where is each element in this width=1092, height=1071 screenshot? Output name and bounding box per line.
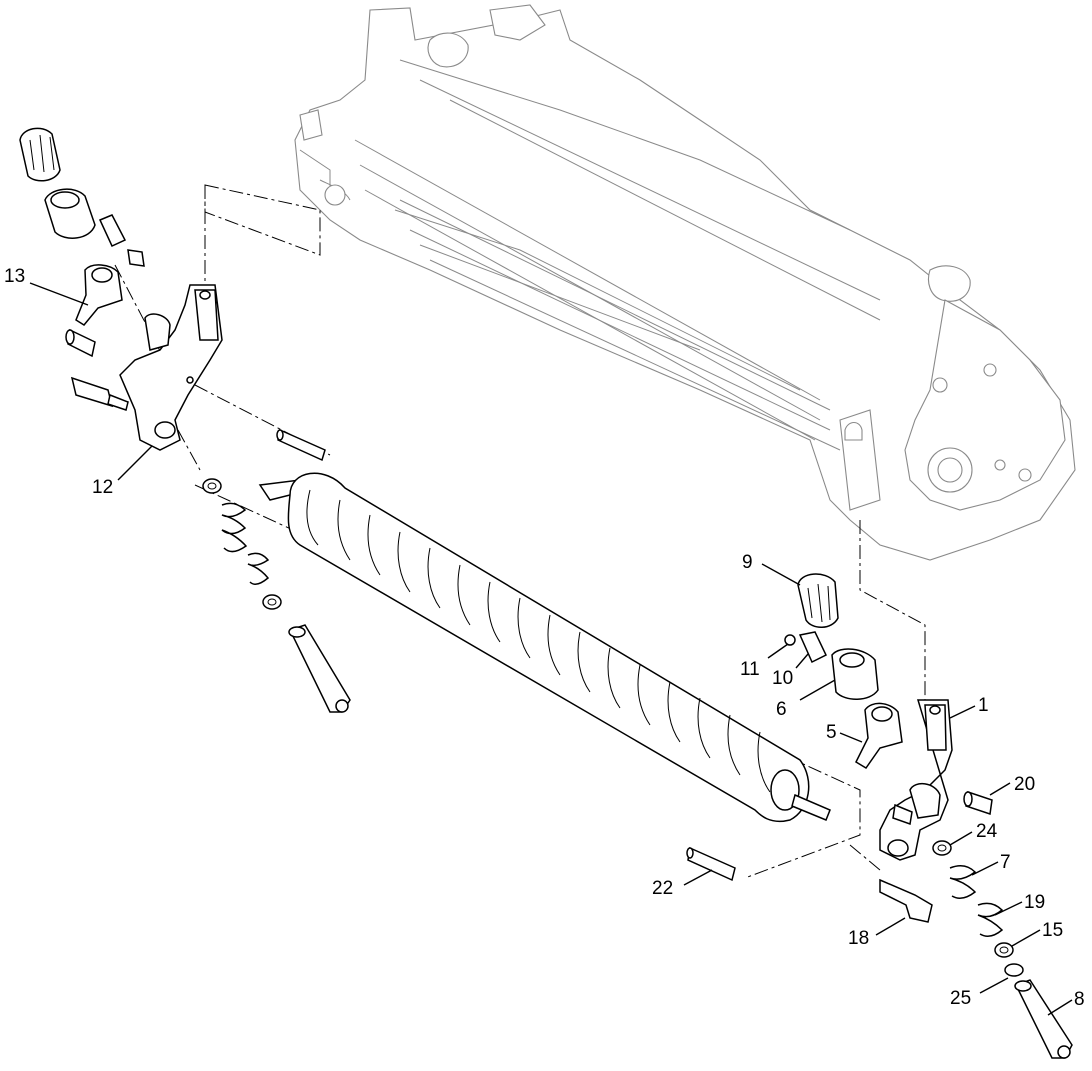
callout-12: 12 (92, 477, 113, 498)
callout-18: 18 (848, 928, 869, 949)
callout-25: 25 (950, 988, 971, 1009)
callout-6: 6 (776, 699, 787, 720)
callout-19: 19 (1024, 892, 1045, 913)
callout-20: 20 (1014, 774, 1035, 795)
leader-lines (29, 282, 1073, 1016)
right-adjuster-assembly (686, 573, 1073, 1059)
reel-assembly-ghost (294, 4, 1076, 561)
callout-13: 13 (4, 266, 25, 287)
left-adjuster-assembly (19, 127, 351, 713)
callout-15: 15 (1042, 920, 1063, 941)
callout-11: 11 (740, 659, 760, 680)
callout-1: 1 (978, 695, 989, 716)
callout-7: 7 (1000, 852, 1011, 873)
callout-5: 5 (826, 722, 837, 743)
callout-24: 24 (976, 821, 998, 842)
callout-10: 10 (772, 668, 793, 689)
callout-9: 9 (742, 552, 753, 573)
callout-labels: 13 12 9 11 10 6 5 1 20 24 7 22 19 15 18 … (4, 266, 1085, 1010)
roller (258, 472, 831, 822)
callout-8: 8 (1074, 989, 1085, 1010)
callout-22: 22 (652, 878, 673, 899)
